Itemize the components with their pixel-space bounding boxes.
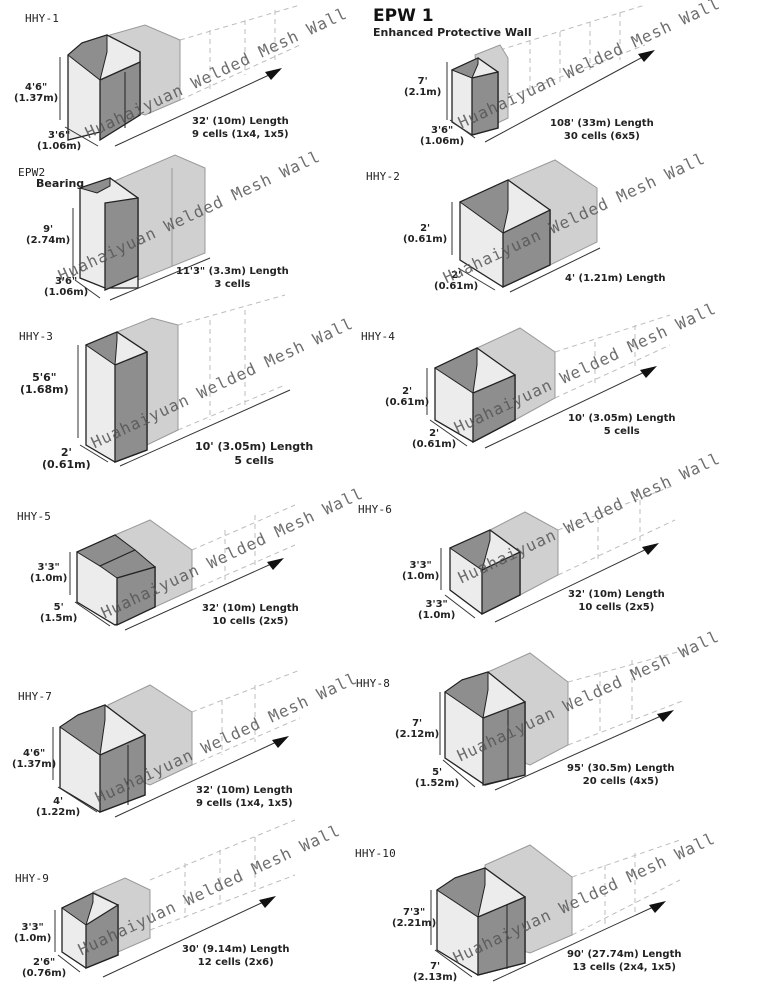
width-dimension: 2'(0.61m) (42, 446, 91, 471)
model-label: HHY-9 (15, 872, 50, 885)
box-cell-drawing (446, 4, 655, 143)
width-dimension: 3'6"(1.06m) (420, 125, 465, 147)
box-cell-drawing (54, 819, 296, 978)
model-label: HHY-8 (356, 677, 391, 690)
width-dimension: 3'6"(1.06m) (37, 130, 82, 152)
product-panel-hhy-9: HHY-9 3'3"(1.0m) 2'6"(0.76m) 30' (9.14m)… (0, 819, 380, 995)
product-panel-epw-1: EPW 1 Enhanced Protective Wall 7'(2.1m) … (373, 0, 760, 165)
product-panel-hhy-3: HHY-3 5'6"(1.68m) 2'(0.61m) 10' (3.05m) … (0, 294, 380, 475)
product-panel-hhy-2: HHY-2 2'(0.61m) 2'(0.61m) 4' (1.21m) Len… (360, 149, 740, 325)
model-label: EPW 1 (373, 6, 434, 26)
product-panel-epw2: EPW2 Bearing 9'(2.74m) 3'6"(1.06m) 11'3"… (0, 147, 380, 323)
model-label: HHY-4 (361, 330, 396, 343)
model-label: HHY-7 (18, 690, 53, 703)
width-dimension: 4'(1.22m) (36, 796, 81, 818)
height-dimension: 7'(2.12m) (395, 718, 440, 740)
model-label: HHY-6 (358, 503, 393, 516)
model-label: HHY-3 (19, 330, 54, 343)
box-cell-drawing (451, 159, 601, 293)
height-dimension: 4'6"(1.37m) (14, 82, 59, 104)
height-dimension: 7'(2.1m) (404, 76, 442, 98)
model-label: EPW2 (18, 166, 46, 179)
product-panel-hhy-10: HHY-10 7'3"(2.21m) 7'(2.13m) 90' (27.74m… (350, 829, 730, 1000)
box-cell-drawing (426, 314, 671, 449)
product-panel-hhy-1: HHY-1 4'6"(1.37m) 3'6"(1.06m) 32' (10m) … (0, 0, 380, 165)
height-dimension: 9'(2.74m) (26, 224, 71, 246)
width-dimension: 2'(0.61m) (412, 428, 457, 450)
length-spec: 4' (1.21m) Length (565, 273, 666, 284)
hexagonal-cell-drawing (59, 4, 301, 147)
model-label: HHY-10 (355, 847, 396, 860)
width-dimension: 2'6"(0.76m) (22, 957, 67, 979)
box-cell-drawing (69, 504, 296, 631)
height-dimension: 5'6"(1.68m) (20, 371, 69, 396)
width-dimension: 3'3"(1.0m) (418, 599, 456, 621)
height-dimension: 2'(0.61m) (385, 386, 430, 408)
height-dimension: 3'3"(1.0m) (30, 562, 68, 584)
box-cell-drawing (77, 294, 291, 467)
model-label: HHY-2 (366, 170, 401, 183)
width-dimension: 5'(1.52m) (415, 767, 460, 789)
width-dimension: 5'(1.5m) (40, 602, 78, 624)
product-panel-hhy-6: HHY-6 3'3"(1.0m) 3'3"(1.0m) 32' (10m) Le… (350, 449, 730, 655)
hexagonal-cell-drawing (430, 839, 681, 982)
hexagonal-cell-drawing (52, 669, 301, 818)
width-dimension: 7'(2.13m) (413, 961, 458, 983)
product-panel-hhy-4: HHY-4 2'(0.61m) 2'(0.61m) 10' (3.05m) Le… (355, 299, 735, 485)
hexagonal-cell-drawing (439, 649, 686, 791)
model-subtitle: Enhanced Protective Wall (373, 26, 532, 39)
model-subtitle: Bearing (36, 177, 85, 190)
product-panel-hhy-5: HHY-5 3'3"(1.0m) 5'(1.5m) 32' (10m) Leng… (0, 484, 380, 655)
product-panel-hhy-8: HHY-8 7'(2.12m) 5'(1.52m) 95' (30.5m) Le… (350, 627, 730, 815)
model-label: HHY-1 (25, 12, 60, 25)
box-cell-drawing (440, 484, 676, 623)
width-dimension: 3'6"(1.06m) (44, 276, 89, 298)
height-dimension: 7'3"(2.21m) (392, 907, 437, 929)
height-dimension: 2'(0.61m) (403, 223, 448, 245)
height-dimension: 3'3"(1.0m) (14, 922, 52, 944)
width-dimension: 2'(0.61m) (434, 270, 479, 292)
box-cell-drawing (72, 154, 211, 301)
model-label: HHY-5 (17, 510, 52, 523)
product-panel-hhy-7: HHY-7 4'6"(1.37m) 4'(1.22m) 32' (10m) Le… (0, 660, 380, 825)
height-dimension: 4'6"(1.37m) (12, 748, 57, 770)
height-dimension: 3'3"(1.0m) (402, 560, 440, 582)
